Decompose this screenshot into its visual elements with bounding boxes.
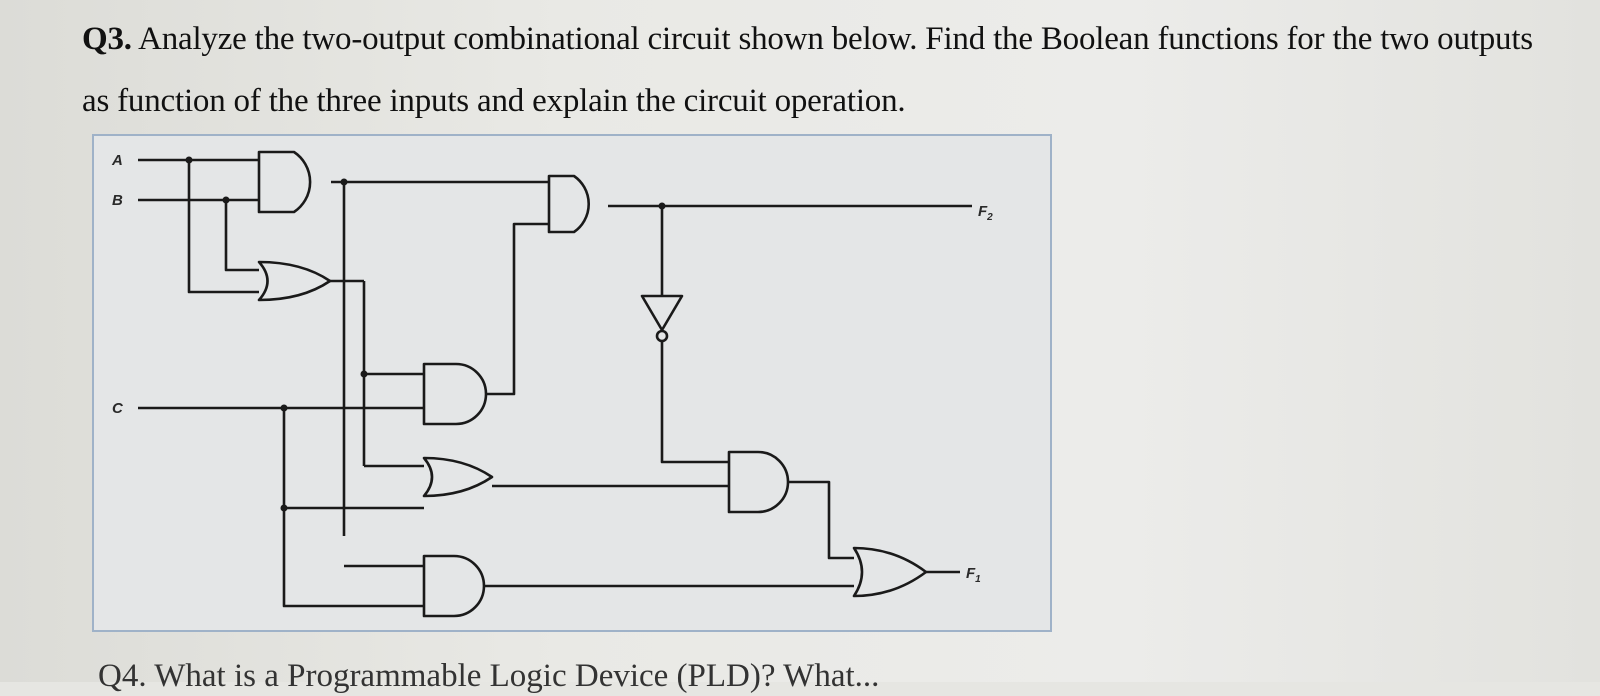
or-gate-f1 (852, 546, 928, 598)
output-label-f2: F2 (978, 203, 993, 223)
or-gate-2 (422, 456, 494, 498)
input-label-c: C (112, 400, 124, 417)
input-label-b: B (112, 192, 123, 209)
junction-b (222, 196, 230, 204)
output-label-f1: F1 (966, 565, 981, 585)
question-text: Analyze the two-output combinational cir… (82, 21, 1533, 119)
input-label-a: A (111, 152, 123, 169)
wire-c-down (282, 408, 424, 608)
or-gate-1 (257, 260, 332, 302)
and-gate-f2 (547, 174, 591, 234)
junction-and1 (340, 178, 348, 186)
and-gate-4 (727, 450, 790, 514)
wire-inverter-out (660, 341, 729, 464)
wire-and2-out (486, 222, 549, 396)
inverter-bubble (655, 329, 669, 343)
question-q3: Q3. Analyze the two-output combinational… (82, 8, 1562, 132)
circuit-diagram: A B C F2 F1 (92, 134, 1052, 632)
question-number: Q3. (82, 21, 132, 57)
and-gate-5 (422, 554, 486, 618)
and-gate-2 (422, 362, 488, 426)
wire-and4-out (788, 480, 854, 560)
junction-c2 (280, 504, 288, 512)
wire-b-branch (224, 200, 259, 272)
junction-or1 (360, 370, 368, 378)
and-gate-1 (257, 150, 312, 214)
wire-a-branch (187, 160, 259, 294)
circuit-svg: A B C F2 F1 (111, 150, 993, 618)
next-question-partial: Q4. What is a Programmable Logic Device … (98, 658, 880, 694)
junction-f2 (658, 202, 666, 210)
junction-a (185, 156, 193, 164)
inverter-gate (640, 294, 684, 332)
junction-c (280, 404, 288, 412)
